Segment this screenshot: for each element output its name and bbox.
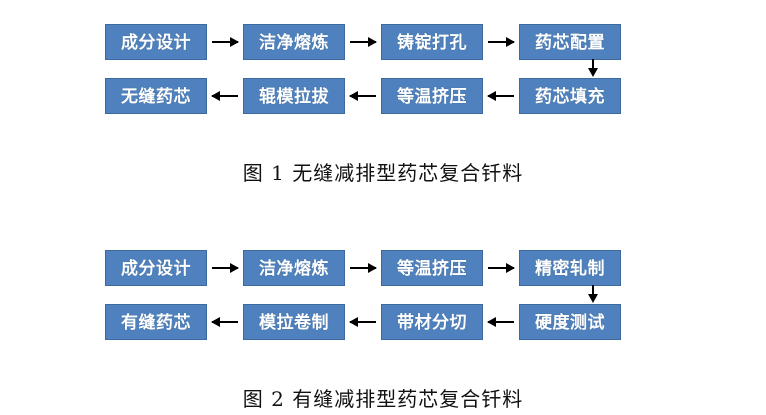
arrow-left-icon: [207, 304, 243, 340]
flowchart-2-top-row: 成分设计 洁净熔炼 等温挤压 精密轧制: [0, 249, 766, 287]
figure-1-caption: 图 1 无缝减排型药芯复合钎料: [242, 161, 524, 185]
process-node-isothermal-extrusion[interactable]: 等温挤压: [381, 250, 483, 286]
flowchart-1-top-row: 成分设计 洁净熔炼 铸锭打孔 药芯配置: [0, 23, 766, 61]
arrow-right-icon: [345, 24, 381, 60]
process-node-seamed-flux-core[interactable]: 有缝药芯: [105, 304, 207, 340]
process-node-composition-design[interactable]: 成分设计: [105, 250, 207, 286]
process-node-composition-design[interactable]: 成分设计: [105, 24, 207, 60]
process-node-clean-melting[interactable]: 洁净熔炼: [243, 250, 345, 286]
arrow-left-icon: [483, 304, 519, 340]
process-node-clean-melting[interactable]: 洁净熔炼: [243, 24, 345, 60]
process-node-seamless-flux-core[interactable]: 无缝药芯: [105, 78, 207, 114]
arrow-right-icon: [207, 24, 243, 60]
arrow-left-icon: [483, 78, 519, 114]
arrow-right-icon: [483, 250, 519, 286]
flowchart-2-bottom-row: 硬度测试 带材分切 模拉卷制 有缝药芯: [0, 303, 766, 341]
process-node-ingot-drilling[interactable]: 铸锭打孔: [381, 24, 483, 60]
figure-2-caption: 图 2 有缝减排型药芯复合钎料: [242, 387, 524, 411]
arrow-left-icon: [345, 78, 381, 114]
arrow-down-icon: [586, 285, 600, 303]
process-node-precision-rolling[interactable]: 精密轧制: [519, 250, 621, 286]
process-node-die-draw-rolling[interactable]: 模拉卷制: [243, 304, 345, 340]
flowchart-2: 成分设计 洁净熔炼 等温挤压 精密轧制 硬度测试: [0, 226, 766, 348]
arrow-right-icon: [483, 24, 519, 60]
figure-1: 成分设计 洁净熔炼 铸锭打孔 药芯配置 药芯填充: [0, 0, 766, 185]
process-node-hardness-test[interactable]: 硬度测试: [519, 304, 621, 340]
arrow-right-icon: [345, 250, 381, 286]
process-node-flux-core-config[interactable]: 药芯配置: [519, 24, 621, 60]
process-node-isothermal-extrusion[interactable]: 等温挤压: [381, 78, 483, 114]
arrow-left-icon: [345, 304, 381, 340]
figure-2: 成分设计 洁净熔炼 等温挤压 精密轧制 硬度测试: [0, 226, 766, 411]
arrow-right-icon: [207, 250, 243, 286]
arrow-down-icon: [586, 59, 600, 77]
arrow-left-icon: [207, 78, 243, 114]
process-node-flux-core-filling[interactable]: 药芯填充: [519, 78, 621, 114]
process-node-roller-die-drawing[interactable]: 辊模拉拔: [243, 78, 345, 114]
flowchart-1: 成分设计 洁净熔炼 铸锭打孔 药芯配置 药芯填充: [0, 0, 766, 122]
process-node-strip-slitting[interactable]: 带材分切: [381, 304, 483, 340]
flowchart-1-bottom-row: 药芯填充 等温挤压 辊模拉拔 无缝药芯: [0, 77, 766, 115]
